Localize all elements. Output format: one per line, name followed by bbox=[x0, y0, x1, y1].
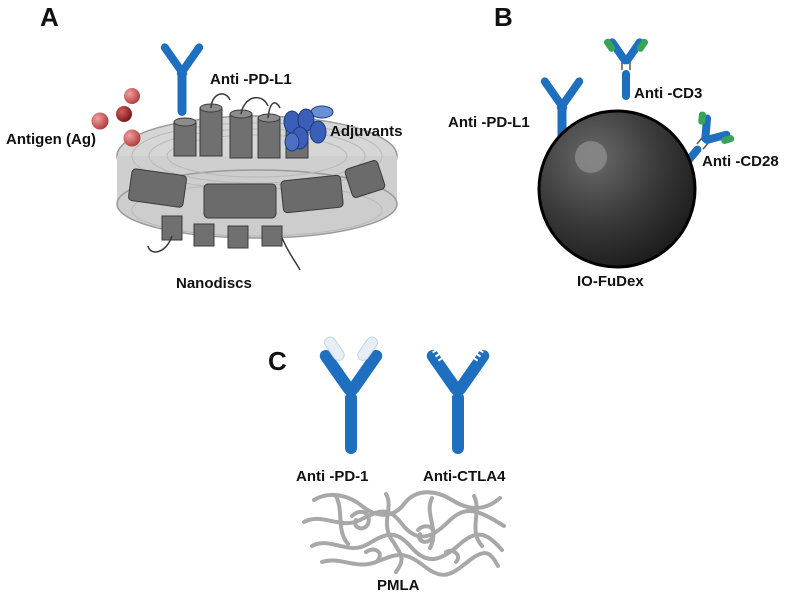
label-anti-ctla4: Anti-CTLA4 bbox=[423, 468, 506, 485]
antigen-particles bbox=[91, 88, 141, 147]
label-anti-pd-1: Anti -PD-1 bbox=[296, 468, 369, 485]
nanodisc-illustration bbox=[116, 93, 398, 271]
label-adjuvants: Adjuvants bbox=[330, 123, 403, 140]
label-io-fudex: IO-FuDex bbox=[577, 273, 644, 290]
io-fudex-bead bbox=[537, 109, 697, 269]
bead-highlight bbox=[575, 141, 607, 173]
label-pmla: PMLA bbox=[377, 577, 420, 594]
label-antigen: Antigen (Ag) bbox=[6, 131, 96, 148]
anti-cd28-antibody bbox=[680, 111, 735, 169]
label-anti-pd-l1-b: Anti -PD-L1 bbox=[448, 114, 530, 131]
anti-pd-1-antibody bbox=[319, 336, 383, 454]
pmla-polymer bbox=[302, 490, 506, 577]
anti-cd3-antibody bbox=[603, 38, 649, 100]
anti-ctla4-antibody bbox=[426, 344, 490, 454]
protein-loops bbox=[147, 93, 301, 271]
panel-b-letter: B bbox=[494, 2, 513, 32]
label-nanodiscs: Nanodiscs bbox=[176, 275, 252, 292]
label-anti-cd28: Anti -CD28 bbox=[702, 153, 779, 170]
panel-b: B Anti -PD-L1 Anti -CD bbox=[448, 2, 779, 290]
panel-c-letter: C bbox=[268, 346, 287, 376]
scaffold-proteins bbox=[128, 160, 386, 219]
label-anti-cd3: Anti -CD3 bbox=[634, 85, 702, 102]
anti-pd-l1-antibody-a bbox=[159, 41, 205, 116]
panel-a: A bbox=[6, 2, 403, 292]
panel-c: C Anti -PD-1 Anti-CTL bbox=[268, 336, 506, 594]
panel-a-letter: A bbox=[40, 2, 59, 32]
label-anti-pd-l1-a: Anti -PD-L1 bbox=[210, 71, 292, 88]
adjuvant-particles bbox=[283, 105, 334, 152]
